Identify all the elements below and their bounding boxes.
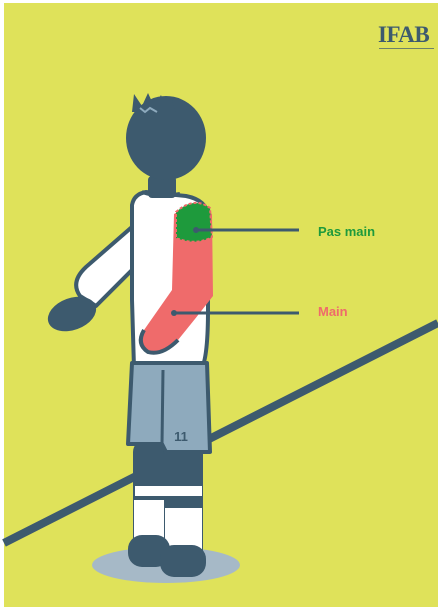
ifab-logo: IFAB	[378, 22, 429, 48]
shorts	[128, 363, 210, 452]
pas-main-label: Pas main	[318, 224, 375, 239]
shorts-seam	[162, 370, 163, 444]
left-sock	[134, 500, 164, 540]
right-shoe	[160, 545, 206, 577]
main-label: Main	[318, 304, 348, 319]
pas-main-pointer-dot	[193, 227, 199, 233]
main-pointer-dot	[171, 310, 177, 316]
right-sock-band	[165, 486, 202, 496]
shoulder-not-hand-zone	[176, 203, 212, 242]
left-sock-band	[135, 486, 165, 496]
shirt-number: 11	[174, 429, 188, 444]
logo-underline	[379, 48, 434, 49]
pitch-line	[4, 323, 438, 543]
right-sock	[165, 508, 202, 550]
